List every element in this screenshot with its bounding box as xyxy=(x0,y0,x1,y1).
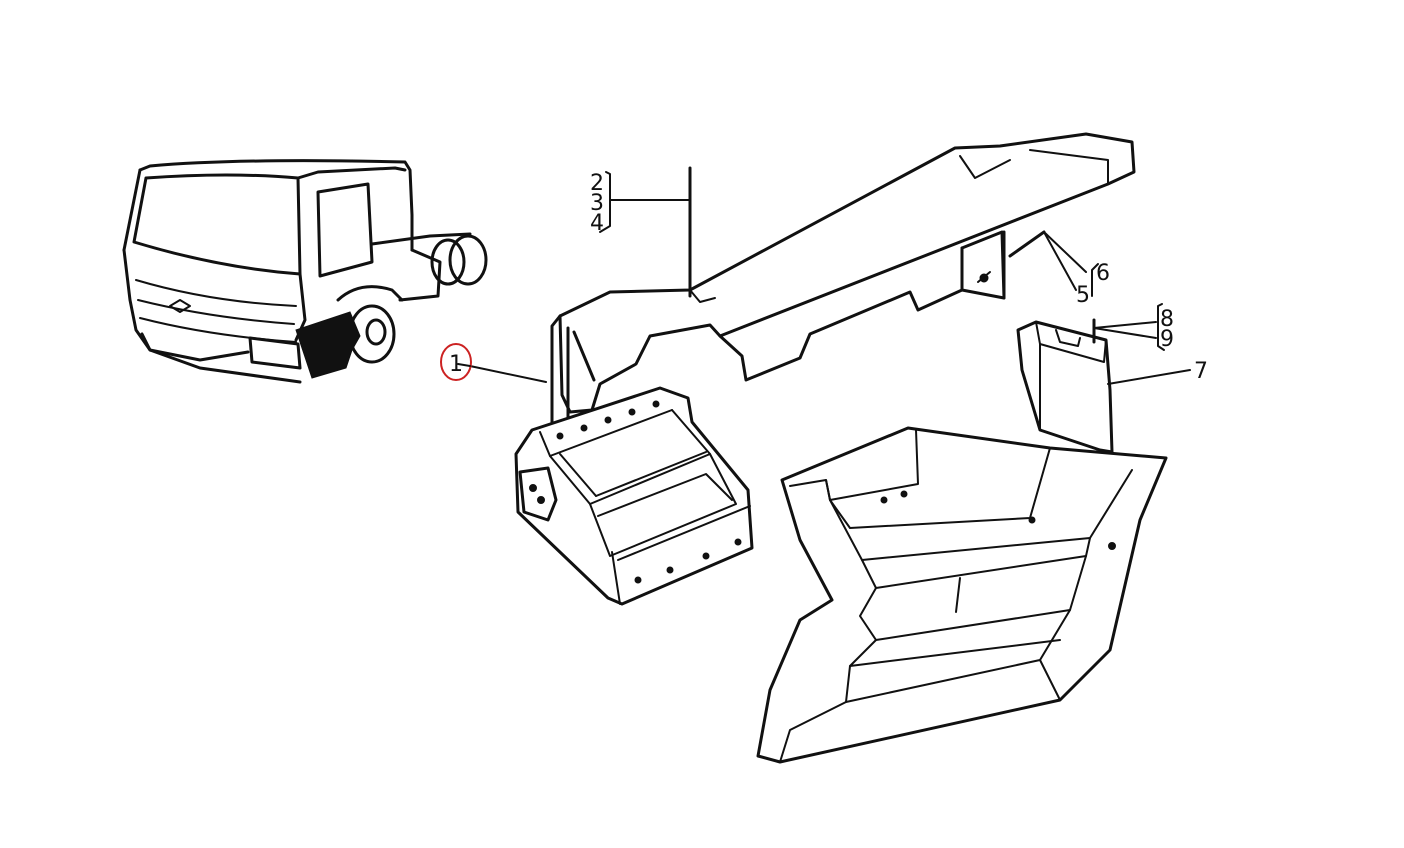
callout-3: 3 xyxy=(590,191,604,216)
part-left-step-box xyxy=(514,386,754,606)
callout-labels: 1 2 3 4 5 6 7 8 9 xyxy=(440,171,1208,384)
truck-overview-illustration xyxy=(122,159,488,384)
step-box-holes xyxy=(556,400,742,584)
callout-5: 5 xyxy=(1076,283,1090,308)
callout-1-highlight-circle xyxy=(440,343,472,381)
callout-brackets xyxy=(599,171,1165,351)
callout-4: 4 xyxy=(590,211,604,236)
callout-7: 7 xyxy=(1194,359,1208,384)
part-step-tray xyxy=(756,426,1168,764)
callout-9: 9 xyxy=(1160,327,1174,352)
callout-2: 2 xyxy=(590,171,604,196)
fastener-leaders xyxy=(469,166,1191,385)
callout-6: 6 xyxy=(1096,261,1110,286)
callout-1: 1 xyxy=(449,352,463,377)
callout-8: 8 xyxy=(1160,307,1174,332)
part-7-cover-plate xyxy=(1016,320,1114,454)
